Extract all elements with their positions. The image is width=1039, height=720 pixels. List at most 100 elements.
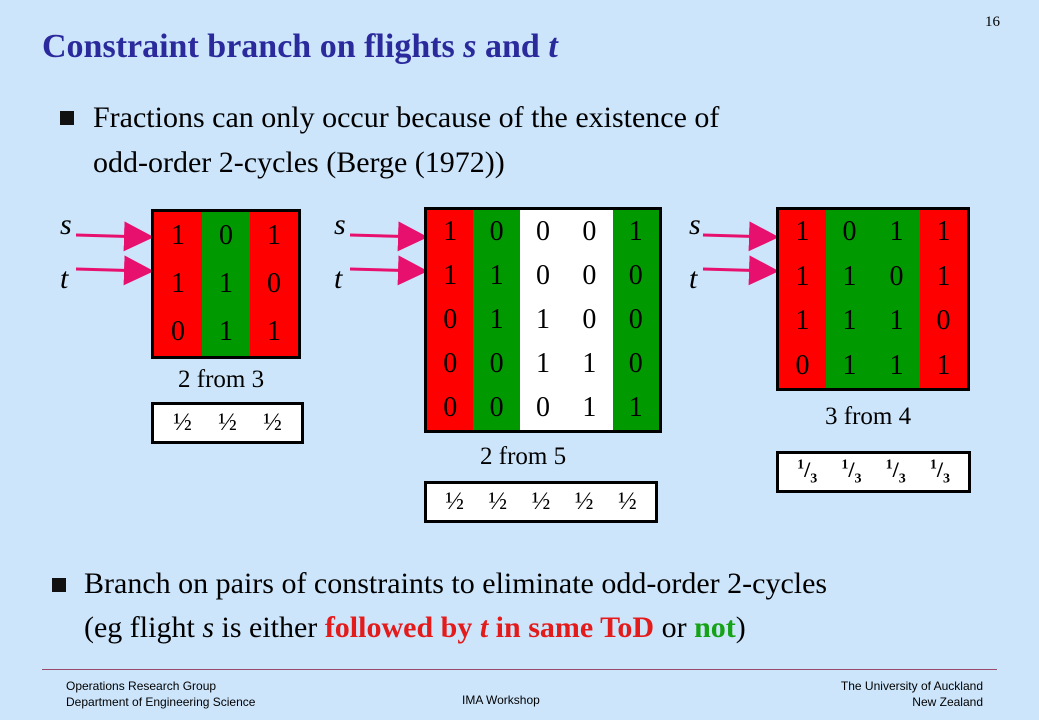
bullet-square-icon (60, 111, 74, 125)
matrix-cell: 0 (473, 386, 520, 430)
matrix-cell: 1 (826, 343, 873, 388)
title-mid: and (476, 28, 549, 65)
matrix-cell: 0 (612, 298, 659, 342)
fraction-denominator: 3 (942, 471, 950, 487)
fraction-denominator: 3 (810, 471, 818, 487)
matrix-cell: 0 (873, 254, 920, 299)
bullet2-red-b: in same ToD (488, 611, 655, 644)
matrix-cell: 1 (826, 254, 873, 299)
matrix-cell: 1 (920, 254, 967, 299)
label-t-2: t (334, 262, 343, 295)
bullet2-text-c: or (654, 611, 695, 644)
bullet2-green-text: not (694, 611, 736, 644)
fraction-value: ½ (218, 409, 237, 436)
matrix-cell: 1 (519, 298, 567, 342)
fraction-value: 1/3 (930, 457, 950, 487)
matrix-cell: 1 (427, 210, 474, 254)
matrix-cell: 1 (473, 254, 520, 298)
fraction-value: ½ (263, 409, 282, 436)
slide-title: Constraint branch on flights s and t (42, 28, 558, 66)
matrix-cell: 1 (826, 299, 873, 344)
bullet2-s: s (202, 611, 214, 644)
bullet2-text-b: is either (214, 611, 325, 644)
matrix-cell: 1 (873, 343, 920, 388)
matrix-cell: 1 (873, 299, 920, 344)
matrix-cell: 0 (920, 299, 967, 344)
footer-right: The University of Auckland New Zealand (841, 678, 983, 710)
fraction-value: ½ (574, 488, 594, 515)
matrix-cell: 0 (519, 210, 567, 254)
page-number: 16 (985, 14, 1000, 30)
matrix-cell: 0 (427, 342, 474, 386)
matrix-cell: 1 (612, 210, 659, 254)
matrix-cell: 1 (519, 342, 567, 386)
arrow-t-1 (75, 255, 154, 286)
matrix-cell: 1 (250, 308, 298, 356)
bullet2-red-a: followed by (324, 611, 480, 644)
caption-2-from-5: 2 from 5 (480, 443, 567, 470)
matrix-cell: 1 (612, 386, 659, 430)
bullet1-line2: odd-order 2-cycles (Berge (1972)) (93, 146, 505, 179)
fraction-value: ½ (617, 488, 637, 515)
matrix-cell: 1 (250, 212, 298, 260)
arrow-t-2 (349, 255, 428, 286)
matrix-cell: 1 (473, 298, 520, 342)
matrix-cell: 1 (427, 254, 474, 298)
title-t: t (548, 28, 558, 65)
matrix-cell: 0 (519, 386, 567, 430)
fraction-value: ½ (173, 409, 192, 436)
footer-university: The University of Auckland (840, 679, 983, 693)
bullet1-line1: Fractions can only occur because of the … (93, 101, 720, 134)
caption-2-from-3: 2 from 3 (178, 366, 265, 393)
matrix-cell: 1 (566, 386, 613, 430)
bullet2-text-d: ) (735, 611, 746, 644)
matrix-cell: 0 (473, 210, 520, 254)
label-t-1: t (60, 262, 69, 295)
bullet2-red-text: followed by t in same ToD (325, 611, 654, 644)
title-prefix: Constraint branch on flights (42, 28, 464, 65)
fraction-value: 1/3 (886, 457, 906, 487)
label-s-2: s (334, 208, 346, 241)
bullet2-red-t: t (479, 611, 489, 644)
matrix-cell: 0 (154, 308, 202, 356)
matrix-cell: 1 (566, 342, 613, 386)
matrix-cell: 0 (566, 210, 613, 254)
bullet-square-icon (52, 578, 66, 592)
bullet2-line1: Branch on pairs of constraints to elimin… (84, 567, 828, 600)
matrix-cell: 1 (154, 212, 202, 260)
matrix-cell: 0 (427, 386, 474, 430)
footer-country: New Zealand (912, 695, 983, 709)
matrix-cell: 1 (779, 299, 826, 344)
arrow-t-3 (702, 255, 779, 286)
fraction-numerator: 1 (841, 457, 849, 473)
footer-divider (42, 669, 997, 670)
footer-dept: Department of Engineering Science (66, 695, 256, 709)
matrix-cell: 0 (473, 342, 520, 386)
matrix-cell: 1 (202, 308, 250, 356)
matrix-cell: 0 (566, 298, 613, 342)
label-s-3: s (689, 208, 701, 241)
title-s: s (463, 28, 477, 65)
matrix-cell: 1 (154, 260, 202, 308)
fraction-slash: / (848, 456, 855, 482)
matrix-cell: 0 (612, 342, 659, 386)
matrix-cell: 0 (566, 254, 613, 298)
fraction-value: ½ (445, 488, 464, 515)
matrix-cell: 1 (920, 210, 967, 255)
matrix-cell: 1 (873, 210, 920, 255)
matrix-cell: 0 (250, 260, 298, 308)
matrix-cell: 0 (779, 343, 826, 388)
matrix-cell: 1 (779, 210, 826, 255)
arrow-s-3 (702, 221, 779, 252)
bullet2-line2: (eg flight s is either followed by t in … (84, 606, 746, 650)
fraction-value: ½ (531, 488, 551, 515)
caption-3-from-4: 3 from 4 (825, 403, 912, 430)
fraction-denominator: 3 (854, 471, 862, 487)
fraction-numerator: 1 (929, 457, 937, 473)
arrow-s-1 (75, 221, 154, 252)
